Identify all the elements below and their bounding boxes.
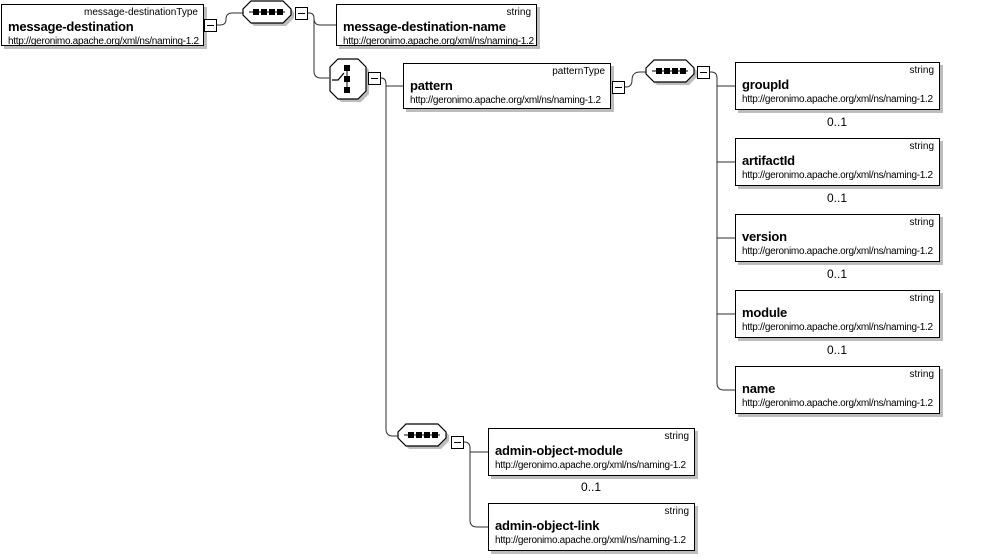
cardinality-label-module: 0..1 xyxy=(826,343,847,357)
collapse-toggle-sequence-pattern[interactable] xyxy=(697,66,710,79)
type-label: string xyxy=(506,7,531,18)
connector xyxy=(380,77,399,437)
cardinality-label-artifactId: 0..1 xyxy=(826,191,847,205)
minus-icon xyxy=(454,442,461,443)
element-name-label: module xyxy=(742,305,788,320)
connector xyxy=(313,19,329,79)
namespace-label: http://geronimo.apache.org/xml/ns/naming… xyxy=(742,170,933,181)
element-box-admin-object-link[interactable]: string admin-object-link http://geronimo… xyxy=(488,503,695,551)
element-box-message-destination[interactable]: message-destinationType message-destinat… xyxy=(1,4,204,46)
element-name-label: groupId xyxy=(742,77,789,92)
collapse-toggle-message-destination[interactable] xyxy=(204,19,217,32)
namespace-label: http://geronimo.apache.org/xml/ns/naming… xyxy=(8,36,199,46)
element-name-label: version xyxy=(742,229,787,244)
namespace-label: http://geronimo.apache.org/xml/ns/naming… xyxy=(742,322,933,333)
connector xyxy=(710,71,735,391)
type-label: string xyxy=(909,141,934,152)
element-name-label: message-destination xyxy=(8,19,134,34)
connector xyxy=(463,441,489,528)
element-box-version[interactable]: string version http://geronimo.apache.or… xyxy=(735,214,940,262)
namespace-label: http://geronimo.apache.org/xml/ns/naming… xyxy=(410,95,601,106)
minus-icon xyxy=(700,72,707,73)
minus-icon xyxy=(371,78,378,79)
namespace-label: http://geronimo.apache.org/xml/ns/naming… xyxy=(742,398,933,409)
type-label: patternType xyxy=(552,66,605,77)
namespace-label: http://geronimo.apache.org/xml/ns/naming… xyxy=(495,535,686,546)
sequence-icon[interactable] xyxy=(397,423,451,451)
connector xyxy=(217,12,243,26)
element-box-name[interactable]: string name http://geronimo.apache.org/x… xyxy=(735,366,940,414)
element-box-pattern[interactable]: patternType pattern http://geronimo.apac… xyxy=(403,63,611,109)
type-label: message-destinationType xyxy=(84,7,198,18)
element-box-admin-object-module[interactable]: string admin-object-module http://geroni… xyxy=(488,428,695,476)
connector xyxy=(625,71,647,88)
cardinality-label-version: 0..1 xyxy=(826,267,847,281)
type-label: string xyxy=(664,506,689,517)
type-label: string xyxy=(909,217,934,228)
sequence-icon[interactable] xyxy=(645,59,699,87)
namespace-label: http://geronimo.apache.org/xml/ns/naming… xyxy=(495,460,686,471)
element-box-artifactId[interactable]: string artifactId http://geronimo.apache… xyxy=(735,138,940,186)
type-label: string xyxy=(664,431,689,442)
namespace-label: http://geronimo.apache.org/xml/ns/naming… xyxy=(343,36,534,46)
element-box-message-destination-name[interactable]: string message-destination-name http://g… xyxy=(336,4,537,46)
namespace-label: http://geronimo.apache.org/xml/ns/naming… xyxy=(742,94,933,105)
collapse-toggle-choice[interactable] xyxy=(368,72,381,85)
cardinality-label-admin-object-module: 0..1 xyxy=(580,480,601,494)
choice-icon[interactable] xyxy=(329,57,373,105)
element-box-groupId[interactable]: string groupId http://geronimo.apache.or… xyxy=(735,62,940,110)
element-name-label: pattern xyxy=(410,78,453,93)
collapse-toggle-pattern[interactable] xyxy=(612,81,625,94)
minus-icon xyxy=(615,87,622,88)
collapse-toggle-sequence-admin[interactable] xyxy=(451,436,464,449)
namespace-label: http://geronimo.apache.org/xml/ns/naming… xyxy=(742,246,933,257)
connector xyxy=(308,12,336,26)
type-label: string xyxy=(909,293,934,304)
element-name-label: artifactId xyxy=(742,153,795,168)
collapse-toggle-sequence-top[interactable] xyxy=(295,7,308,20)
element-name-label: admin-object-module xyxy=(495,443,623,458)
sequence-icon[interactable] xyxy=(242,0,296,28)
minus-icon xyxy=(207,25,214,26)
type-label: string xyxy=(909,65,934,76)
type-label: string xyxy=(909,369,934,380)
element-box-module[interactable]: string module http://geronimo.apache.org… xyxy=(735,290,940,338)
cardinality-label-groupId: 0..1 xyxy=(826,115,847,129)
element-name-label: message-destination-name xyxy=(343,19,506,34)
minus-icon xyxy=(298,13,305,14)
element-name-label: admin-object-link xyxy=(495,518,600,533)
element-name-label: name xyxy=(742,381,776,396)
